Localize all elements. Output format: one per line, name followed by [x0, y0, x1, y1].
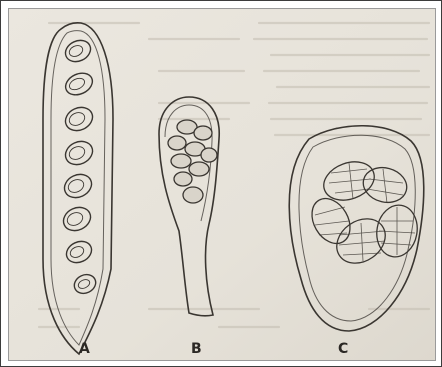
label-b: B [191, 341, 202, 357]
label-c: C [338, 341, 349, 357]
label-a: A [79, 341, 90, 357]
book-figure-photo: A B C [8, 8, 436, 361]
ascus-illustration [9, 9, 436, 361]
